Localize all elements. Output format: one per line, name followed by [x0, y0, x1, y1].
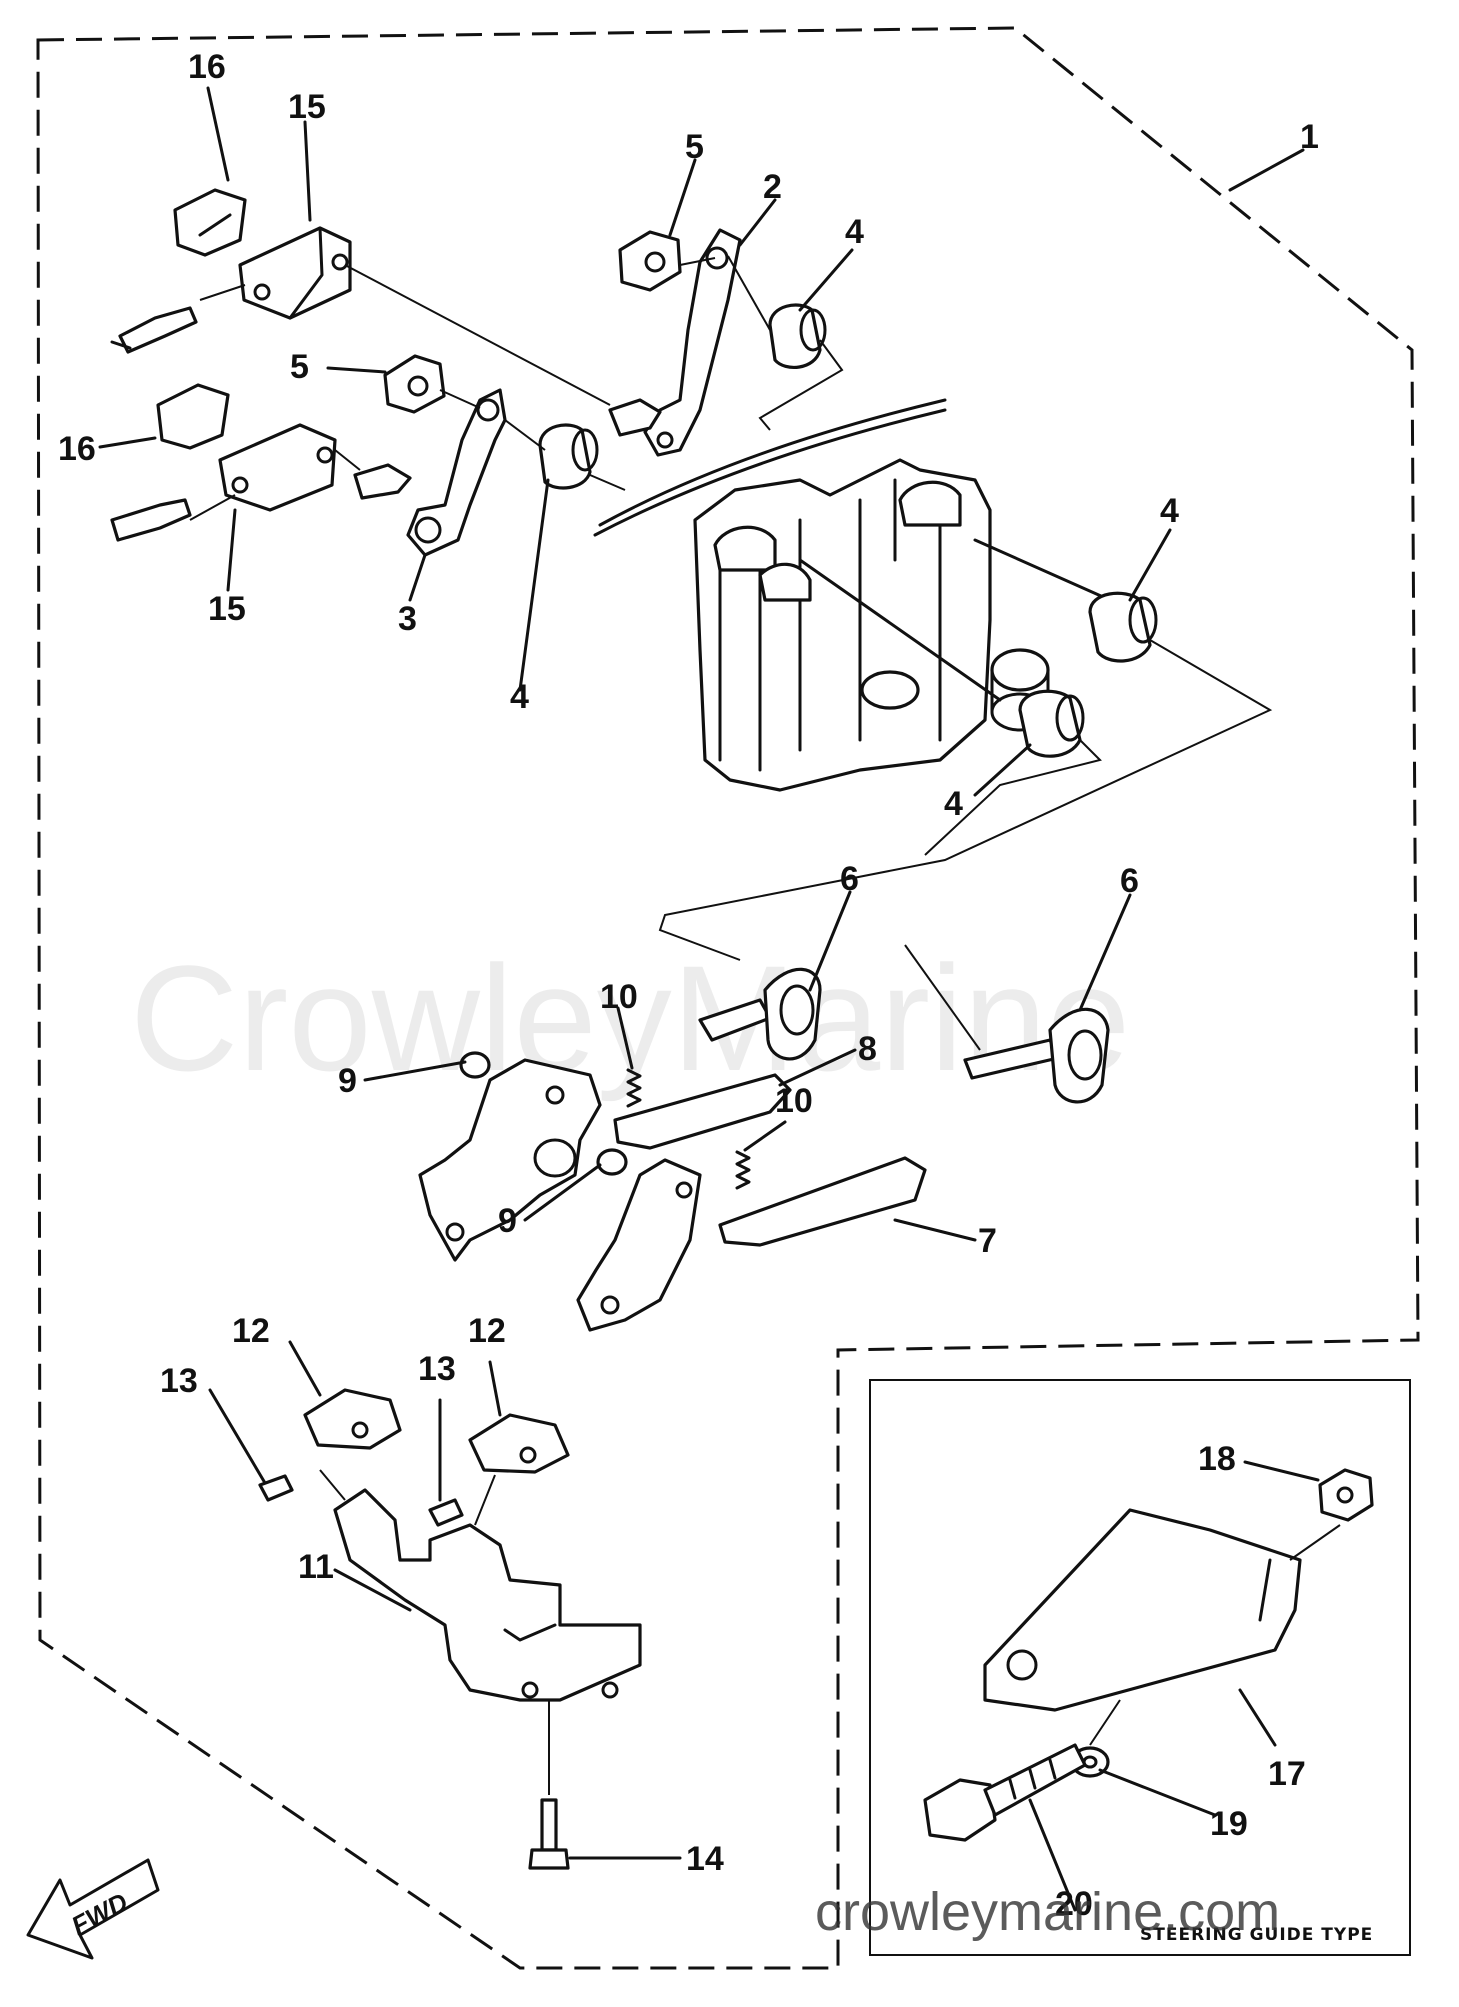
guide-line-12	[319, 1469, 496, 1526]
cable-end-upper	[110, 306, 198, 354]
callout-13a: 13	[160, 1362, 198, 1400]
callout-16b: 16	[58, 430, 96, 468]
watermark: CrowleyMarine	[130, 934, 1130, 1102]
clip-16-lower	[156, 383, 230, 450]
callout-6b: 6	[1120, 862, 1139, 900]
bushing-4-right-upper	[1088, 591, 1158, 663]
callout-4a: 4	[510, 678, 529, 716]
callout-15a: 15	[288, 88, 326, 126]
cable-end-lower	[110, 498, 192, 542]
callout-1: 1	[1300, 118, 1319, 156]
washer-9-upper	[459, 1051, 491, 1079]
plate-arm-left	[418, 1058, 602, 1262]
pin-13-right	[428, 1498, 464, 1527]
callout-16a: 16	[188, 48, 226, 86]
callout-18: 18	[1198, 1440, 1236, 1478]
fwd-label: FWD	[66, 1886, 133, 1940]
bushing-4-upper	[768, 303, 827, 369]
callout-6a: 6	[840, 860, 859, 898]
callout-20: 20	[1055, 1885, 1093, 1923]
arm-7	[718, 1156, 927, 1247]
callout-15b: 15	[208, 590, 246, 628]
nut-5-upper	[618, 230, 682, 292]
assembly-boundary	[36, 26, 1420, 1970]
plate-arm-right	[576, 1158, 702, 1332]
fwd-arrow: FWD	[26, 1858, 160, 1960]
callout-4d: 4	[944, 785, 963, 823]
callout-9b: 9	[498, 1202, 517, 1240]
callout-7: 7	[978, 1222, 997, 1260]
leader-1	[1228, 148, 1305, 192]
lever-2	[608, 228, 742, 457]
guide-lines	[189, 255, 844, 521]
callout-12b: 12	[468, 1312, 506, 1350]
callout-10a: 10	[600, 978, 638, 1016]
callout-11: 11	[298, 1548, 334, 1586]
callout-4b: 4	[845, 213, 864, 251]
washer-9-lower	[596, 1148, 628, 1176]
callout-12a: 12	[232, 1312, 270, 1350]
joint-15-lower	[218, 423, 337, 512]
callout-14: 14	[686, 1840, 724, 1878]
site-url: crowleymarine.com	[815, 1882, 1280, 1942]
spring-10-lower	[735, 1150, 751, 1190]
lever-3	[353, 388, 507, 557]
inset-caption: STEERING GUIDE TYPE	[1140, 1925, 1373, 1945]
bushing-4-mid	[538, 423, 599, 490]
callout-8: 8	[858, 1030, 877, 1068]
clip-16-upper	[173, 188, 247, 257]
nut-18	[1318, 1468, 1374, 1522]
bracket-11	[333, 1488, 642, 1702]
callout-numbers: 1 2 3 4 4 4 4 5 5 6 6 7 8 9 9 10 10 11 1…	[58, 48, 1319, 1923]
spring-10-upper	[626, 1068, 642, 1108]
arm-8	[613, 1073, 792, 1150]
callout-10b: 10	[775, 1082, 813, 1120]
guide-line-right	[658, 639, 1273, 961]
plate-17	[983, 1508, 1302, 1712]
guide-line-right-2	[924, 739, 1102, 856]
shaft-6-right	[963, 1007, 1110, 1104]
guide-lines-inset	[1089, 1524, 1341, 1746]
shaft-6-left	[698, 967, 822, 1061]
bracket-housing	[593, 398, 1112, 792]
callout-13b: 13	[418, 1350, 456, 1388]
callout-5a: 5	[685, 128, 704, 166]
clamp-12-right	[468, 1413, 570, 1474]
screw-14	[528, 1798, 570, 1870]
pin-13-left	[258, 1474, 294, 1502]
callout-4c: 4	[1160, 492, 1179, 530]
callout-9a: 9	[338, 1062, 357, 1100]
clamp-12-left	[303, 1388, 402, 1450]
guide-line-6	[904, 944, 981, 1051]
callout-5b: 5	[290, 348, 309, 386]
leader-lines	[98, 86, 1320, 1912]
callout-17: 17	[1268, 1755, 1306, 1793]
callout-3: 3	[398, 600, 417, 638]
callout-2: 2	[763, 168, 782, 206]
joint-15-upper	[238, 226, 352, 320]
bolt-20	[923, 1743, 1087, 1842]
callout-19: 19	[1210, 1805, 1248, 1843]
nut-5-lower	[383, 354, 446, 414]
steering-guide-inset-box	[869, 1379, 1411, 1956]
